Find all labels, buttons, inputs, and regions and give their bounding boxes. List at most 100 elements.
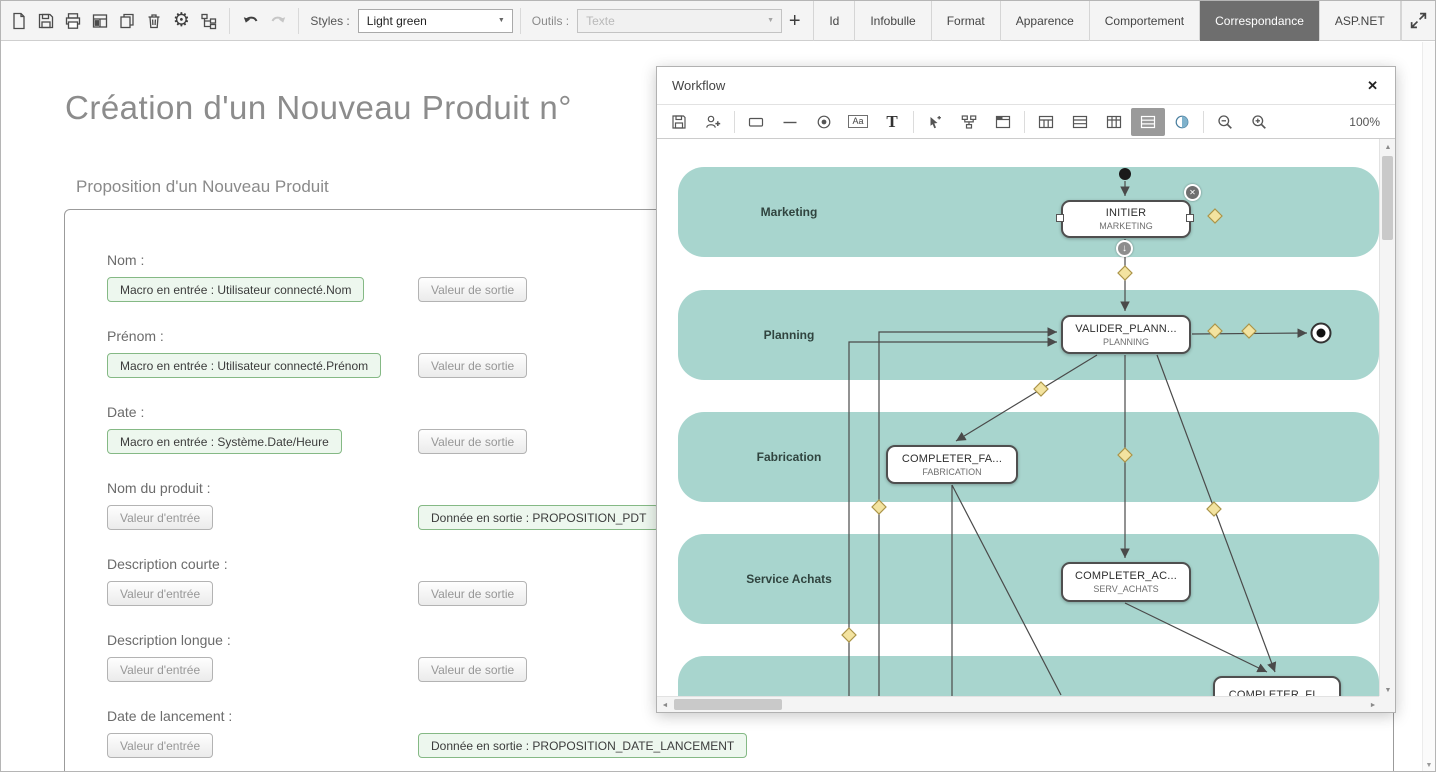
- node-valider-planning[interactable]: VALIDER_PLANN... PLANNING: [1061, 315, 1191, 354]
- pointer-action-icon[interactable]: [918, 108, 952, 136]
- horizontal-scroll-thumb[interactable]: [674, 699, 782, 710]
- text-tool-icon[interactable]: T: [875, 108, 909, 136]
- resize-handle-right[interactable]: [1186, 214, 1194, 222]
- condition-diamonds[interactable]: [841, 208, 1257, 643]
- tab-format[interactable]: Format: [932, 1, 1001, 41]
- lane-marketing[interactable]: Marketing: [678, 167, 1379, 257]
- zoom-out-icon[interactable]: [1208, 108, 1242, 136]
- text-tool-glyph: T: [886, 111, 898, 131]
- output-value-chip[interactable]: Valeur de sortie: [418, 353, 528, 378]
- save-icon[interactable]: [662, 108, 696, 136]
- zoom-in-icon[interactable]: [1242, 108, 1276, 136]
- line-tool-icon[interactable]: [773, 108, 807, 136]
- page-scrollbar[interactable]: ▼: [1422, 42, 1435, 771]
- scroll-down-icon[interactable]: ▼: [1384, 686, 1392, 694]
- condition-diamond: [1207, 323, 1223, 339]
- table-rows-icon[interactable]: [1063, 108, 1097, 136]
- tab-infobulle[interactable]: Infobulle: [855, 1, 932, 41]
- insert-step-badge[interactable]: ↓: [1116, 240, 1133, 257]
- scroll-down-icon[interactable]: ▼: [1425, 762, 1433, 769]
- connector: [1124, 602, 1268, 673]
- output-value-chip[interactable]: Valeur de sortie: [418, 581, 528, 606]
- table-columns-icon[interactable]: [1097, 108, 1131, 136]
- copy-icon[interactable]: [114, 1, 141, 41]
- delete-icon[interactable]: [141, 1, 168, 41]
- input-value-chip[interactable]: Valeur d'entrée: [107, 581, 214, 606]
- hierarchy-icon[interactable]: [952, 108, 986, 136]
- tab-aspnet[interactable]: ASP.NET: [1320, 1, 1401, 41]
- node-title: COMPLETER_FI...: [1228, 688, 1326, 699]
- vertical-scroll-thumb[interactable]: [1382, 156, 1393, 240]
- toolbar-separator: [229, 7, 231, 34]
- table-icon[interactable]: [1029, 108, 1063, 136]
- tab-id[interactable]: Id: [814, 1, 856, 41]
- redo-icon[interactable]: [264, 1, 291, 41]
- macro-input-chip[interactable]: Macro en entrée : Système.Date/Heure: [107, 429, 342, 454]
- end-node[interactable]: [1310, 322, 1332, 344]
- tab-correspondance[interactable]: Correspondance: [1200, 1, 1320, 41]
- workflow-vertical-scrollbar[interactable]: ▲ ▼: [1379, 139, 1395, 698]
- workflow-horizontal-scrollbar[interactable]: ◄ ►: [657, 696, 1381, 712]
- node-completer-fabrication[interactable]: COMPLETER_FA... FABRICATION: [886, 445, 1018, 484]
- label-tool-glyph: Aa: [848, 114, 868, 129]
- panel-tool-icon[interactable]: [986, 108, 1020, 136]
- radio-button-tool-icon[interactable]: [807, 108, 841, 136]
- output-value-chip[interactable]: Valeur de sortie: [418, 277, 528, 302]
- input-value-chip[interactable]: Valeur d'entrée: [107, 505, 214, 530]
- new-document-icon[interactable]: [5, 1, 32, 41]
- lane-label: Service Achats: [746, 572, 832, 586]
- tab-apparence[interactable]: Apparence: [1001, 1, 1090, 41]
- connector-lines[interactable]: [848, 181, 1308, 698]
- workflow-titlebar[interactable]: Workflow ✕: [657, 67, 1395, 105]
- rectangle-tool-icon[interactable]: [739, 108, 773, 136]
- label-tool-icon[interactable]: Aa: [841, 108, 875, 136]
- output-data-chip[interactable]: Donnée en sortie : PROPOSITION_PDT: [418, 505, 660, 530]
- delete-node-badge[interactable]: ✕: [1184, 184, 1201, 201]
- workflow-canvas[interactable]: Marketing Planning Fabrication Service A…: [657, 139, 1381, 698]
- macro-input-chip[interactable]: Macro en entrée : Utilisateur connecté.P…: [107, 353, 382, 378]
- toolbar-separator: [734, 110, 735, 133]
- resize-handle-left[interactable]: [1056, 214, 1064, 222]
- tree-view-icon[interactable]: [195, 1, 222, 41]
- toolbar-separator: [913, 110, 914, 133]
- output-value-chip[interactable]: Valeur de sortie: [418, 429, 528, 454]
- input-value-chip[interactable]: Valeur d'entrée: [107, 733, 214, 758]
- output-value-chip[interactable]: Valeur de sortie: [418, 657, 528, 682]
- node-completer-finance[interactable]: COMPLETER_FI...: [1213, 676, 1341, 698]
- scroll-right-icon[interactable]: ►: [1369, 701, 1377, 709]
- styles-label: Styles :: [310, 13, 350, 28]
- field-nom-produit: Nom du produit : Valeur d'entrée Donnée …: [107, 480, 1393, 531]
- expand-icon[interactable]: [1400, 1, 1435, 41]
- circle-half-icon[interactable]: [1165, 108, 1199, 136]
- list-rows-icon[interactable]: [1131, 107, 1165, 136]
- add-user-icon[interactable]: [696, 108, 730, 136]
- print-icon[interactable]: [59, 1, 86, 41]
- close-icon[interactable]: ✕: [1365, 76, 1380, 96]
- tab-comportement[interactable]: Comportement: [1090, 1, 1201, 41]
- lane-fabrication[interactable]: Fabrication: [678, 412, 1379, 502]
- node-title: VALIDER_PLANN...: [1075, 322, 1177, 335]
- field-description-longue: Description longue : Valeur d'entrée Val…: [107, 632, 1393, 683]
- field-prenom: Prénom : Macro en entrée : Utilisateur c…: [107, 328, 1393, 379]
- input-value-chip[interactable]: Valeur d'entrée: [107, 657, 214, 682]
- node-completer-achats[interactable]: COMPLETER_AC... SERV_ACHATS: [1061, 562, 1191, 602]
- add-button[interactable]: +: [782, 1, 807, 41]
- node-subtitle: SERV_ACHATS: [1093, 584, 1159, 594]
- save-icon[interactable]: [32, 1, 59, 41]
- outils-dropdown[interactable]: Texte ▼: [577, 8, 783, 33]
- node-subtitle: FABRICATION: [922, 466, 982, 477]
- scroll-up-icon[interactable]: ▲: [1384, 143, 1392, 151]
- node-initier[interactable]: INITIER MARKETING: [1061, 200, 1191, 238]
- lane-service-achats[interactable]: Service Achats: [678, 534, 1379, 624]
- lane-label: Marketing: [760, 205, 818, 219]
- styles-dropdown[interactable]: Light green ▼: [357, 8, 513, 33]
- settings-gear-icon[interactable]: ⚙: [168, 1, 195, 41]
- lane-planning[interactable]: Planning: [678, 290, 1379, 380]
- layout-grid-icon[interactable]: [86, 1, 113, 41]
- output-data-chip[interactable]: Donnée en sortie : PROPOSITION_DATE_LANC…: [418, 733, 748, 758]
- scroll-left-icon[interactable]: ◄: [661, 701, 669, 709]
- undo-icon[interactable]: [237, 1, 264, 41]
- field-label: Description courte :: [107, 556, 228, 572]
- macro-input-chip[interactable]: Macro en entrée : Utilisateur connecté.N…: [107, 277, 365, 302]
- start-node[interactable]: [1119, 168, 1131, 180]
